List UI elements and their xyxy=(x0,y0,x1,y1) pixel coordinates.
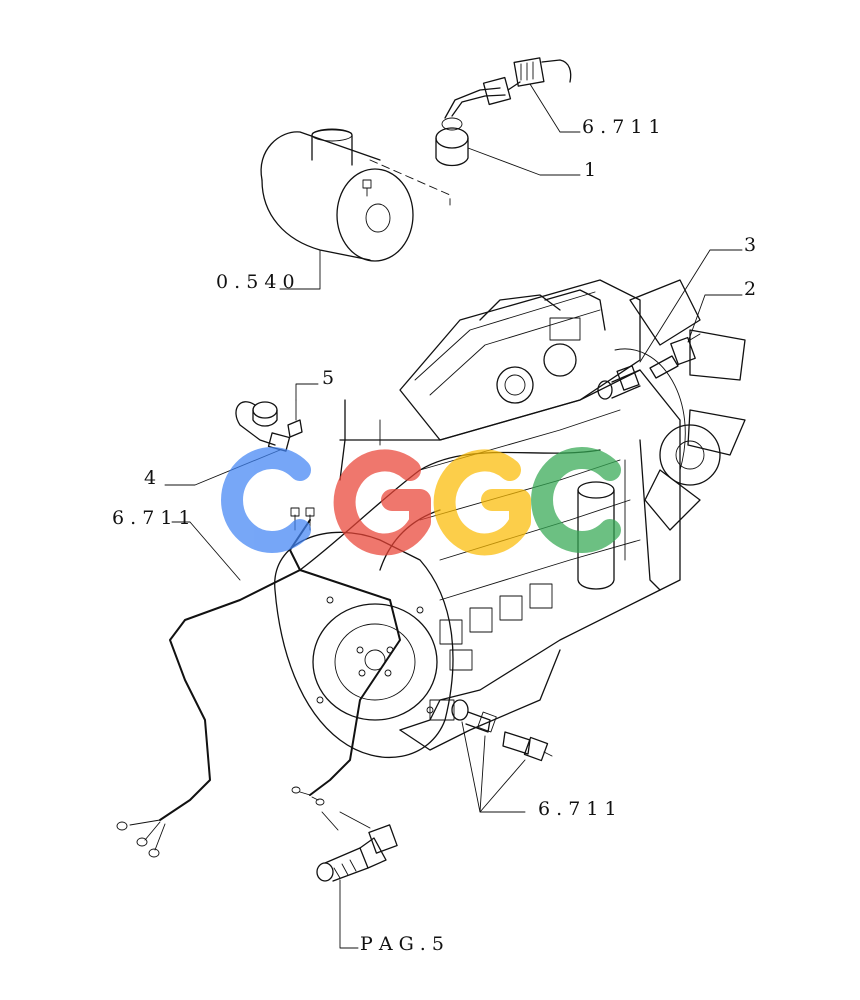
watermark-logo xyxy=(221,447,621,556)
air-filter-housing xyxy=(260,128,451,262)
leader-item-2 xyxy=(687,294,743,343)
sensor-5 xyxy=(287,399,303,438)
leader-ref-bottom xyxy=(461,721,526,813)
callout-ref-top: 6 . 7 1 1 xyxy=(582,116,661,138)
leader-item-1 xyxy=(467,147,581,176)
callout-item-2: 2 xyxy=(744,278,756,300)
pressure-switch xyxy=(316,811,398,882)
watermark-letter-g-yellow xyxy=(433,449,531,556)
callout-ref-page: P A G . 5 xyxy=(360,933,444,955)
leader-item-5 xyxy=(295,383,319,401)
callout-item-3: 3 xyxy=(744,234,756,256)
engine-block xyxy=(274,279,746,759)
callout-ref-bottom: 6 . 7 1 1 xyxy=(538,798,617,820)
callout-ref-left: 6 . 7 1 1 xyxy=(112,507,191,529)
sensor-2 xyxy=(649,333,701,379)
callout-item-5: 5 xyxy=(322,367,334,389)
leader-air-filter xyxy=(279,249,321,290)
leader-item-3 xyxy=(639,249,743,363)
watermark-letter-g-red xyxy=(333,449,431,556)
block-sensor-pair xyxy=(451,699,553,762)
leader-ref-page xyxy=(339,879,359,949)
watermark-letter-c-green xyxy=(531,447,621,553)
callout-ref-air-filter: 0 . 5 4 0 xyxy=(216,271,295,293)
sensor-4-assembly xyxy=(235,401,291,452)
watermark-letter-c-blue xyxy=(221,447,311,553)
leader-ref-top xyxy=(529,83,581,133)
sensor-1-assembly xyxy=(435,57,572,167)
callout-item-4: 4 xyxy=(144,467,156,489)
sensor-3 xyxy=(597,365,641,400)
callout-item-1: 1 xyxy=(584,159,596,181)
leader-ref-left xyxy=(171,521,241,581)
